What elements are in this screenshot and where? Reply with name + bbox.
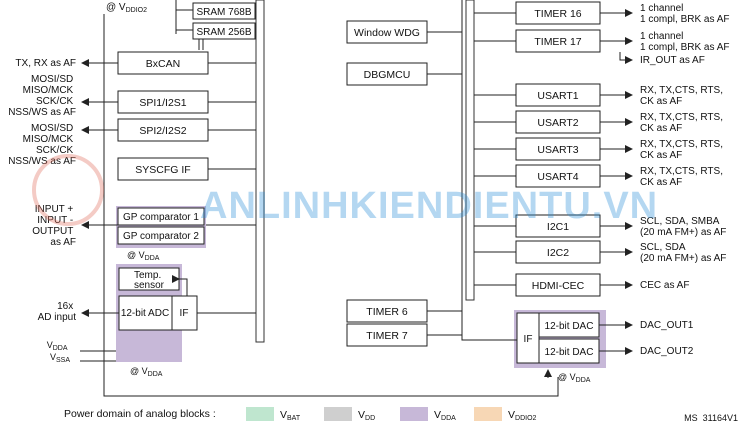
bxcan-label: BxCAN	[146, 58, 180, 70]
sram-256b-box	[192, 22, 256, 40]
usart1-label: USART1	[537, 90, 578, 102]
usart3-signal: RX, TX,CTS, RTS, CK as AF	[640, 139, 726, 161]
i2c1-label: I2C1	[547, 221, 569, 233]
comp-supply-label: @ VDDA	[127, 250, 160, 262]
adc-label: 12-bit ADC	[121, 308, 169, 319]
usart3-label: USART3	[537, 144, 578, 156]
adc-supply-lines	[80, 350, 116, 362]
legend-title: Power domain of analog blocks :	[64, 408, 216, 420]
i2c2-signal: SCL, SDA (20 mA FM+) as AF	[640, 242, 726, 264]
right-bus	[465, 0, 475, 301]
temp-sensor-label: Temp. sensor	[134, 270, 165, 291]
hdmi-cec-signal: CEC as AF	[640, 280, 689, 291]
dac-if-box	[516, 312, 540, 364]
usart2-signal: RX, TX,CTS, RTS, CK as AF	[640, 112, 726, 134]
sram-link	[198, 39, 204, 50]
timer16-signal: 1 channel 1 compl, BRK as AF	[640, 3, 729, 25]
i2c1-signal: SCL, SDA, SMBA (20 mA FM+) as AF	[640, 216, 726, 238]
dac-out2: DAC_OUT2	[640, 346, 694, 357]
legend-swatch-vdd	[324, 407, 352, 421]
legend: Power domain of analog blocks : VBAT VDD…	[64, 407, 537, 422]
comp2-box	[117, 226, 205, 245]
dac1-box	[538, 312, 600, 338]
adc-supply-labels: VDDA VSSA	[47, 340, 71, 364]
sram-768b-box	[192, 2, 256, 20]
legend-label-vdda: VDDA	[434, 409, 456, 422]
i2c2-label: I2C2	[547, 247, 569, 259]
sram-connector	[175, 0, 193, 34]
comp2-label: GP comparator 2	[123, 231, 199, 242]
top-supply-label: @ VDDIO2	[106, 2, 147, 14]
timer16-label: TIMER 16	[534, 8, 581, 20]
spi2-signal: MOSI/SD MISO/MCK SCK/CK NSS/WS as AF	[8, 123, 76, 167]
adc-if-label: IF	[180, 308, 189, 319]
dbgmcu-label: DBGMCU	[364, 69, 411, 81]
usart4-label: USART4	[537, 171, 578, 183]
syscfg-label: SYSCFG IF	[135, 164, 190, 176]
spi1-label: SPI1/I2S1	[139, 97, 186, 109]
spi1-signal: MOSI/SD MISO/MCK SCK/CK NSS/WS as AF	[8, 74, 76, 118]
legend-label-vbat: VBAT	[280, 409, 301, 422]
dac-out1: DAC_OUT1	[640, 320, 694, 331]
dac-supply-label: @ VDDA	[558, 372, 591, 384]
legend-swatch-vddio2	[474, 407, 502, 421]
timer17-irout: IR_OUT as AF	[640, 55, 705, 66]
timer17-label: TIMER 17	[534, 36, 581, 48]
left-bus	[255, 0, 265, 343]
adc-signal: 16x AD input	[38, 301, 77, 323]
bxcan-signal: TX, RX as AF	[15, 58, 76, 69]
dac1-label: 12-bit DAC	[545, 321, 594, 332]
outer-frame	[103, 14, 559, 397]
spi2-label: SPI2/I2S2	[139, 125, 186, 137]
dac2-label: 12-bit DAC	[545, 347, 594, 358]
wwdg-label: Window WDG	[354, 27, 420, 39]
timer17-signal: 1 channel 1 compl, BRK as AF	[640, 31, 729, 53]
watermark-text: ANLINHKIENDIENTU.VN	[200, 185, 658, 227]
timer6-label: TIMER 6	[366, 306, 408, 318]
usart1-signal: RX, TX,CTS, RTS, CK as AF	[640, 85, 726, 107]
usart4-signal: RX, TX,CTS, RTS, CK as AF	[640, 166, 726, 188]
comp-signal: INPUT + INPUT - OUTPUT as AF	[32, 204, 76, 248]
right-peripherals: TIMER 16 1 channel 1 compl, BRK as AF TI…	[474, 1, 729, 297]
usart2-label: USART2	[537, 117, 578, 129]
sram-768b-label: SRAM 768B	[196, 7, 251, 18]
adc-supply-label: @ VDDA	[130, 366, 163, 378]
legend-swatch-vbat	[246, 407, 274, 421]
legend-label-vddio2: VDDIO2	[508, 409, 537, 422]
watermark-logo-icon	[32, 154, 104, 226]
dac-if-label: IF	[524, 334, 533, 345]
sram-256b-label: SRAM 256B	[196, 27, 251, 38]
legend-swatch-vdda	[400, 407, 428, 421]
timer7-label: TIMER 7	[366, 330, 408, 342]
comp1-box	[117, 207, 205, 226]
figure-id: MS_31164V1	[684, 413, 738, 422]
hdmi-cec-label: HDMI-CEC	[532, 280, 585, 292]
comp1-label: GP comparator 1	[123, 212, 199, 223]
legend-label-vdd: VDD	[358, 409, 375, 422]
